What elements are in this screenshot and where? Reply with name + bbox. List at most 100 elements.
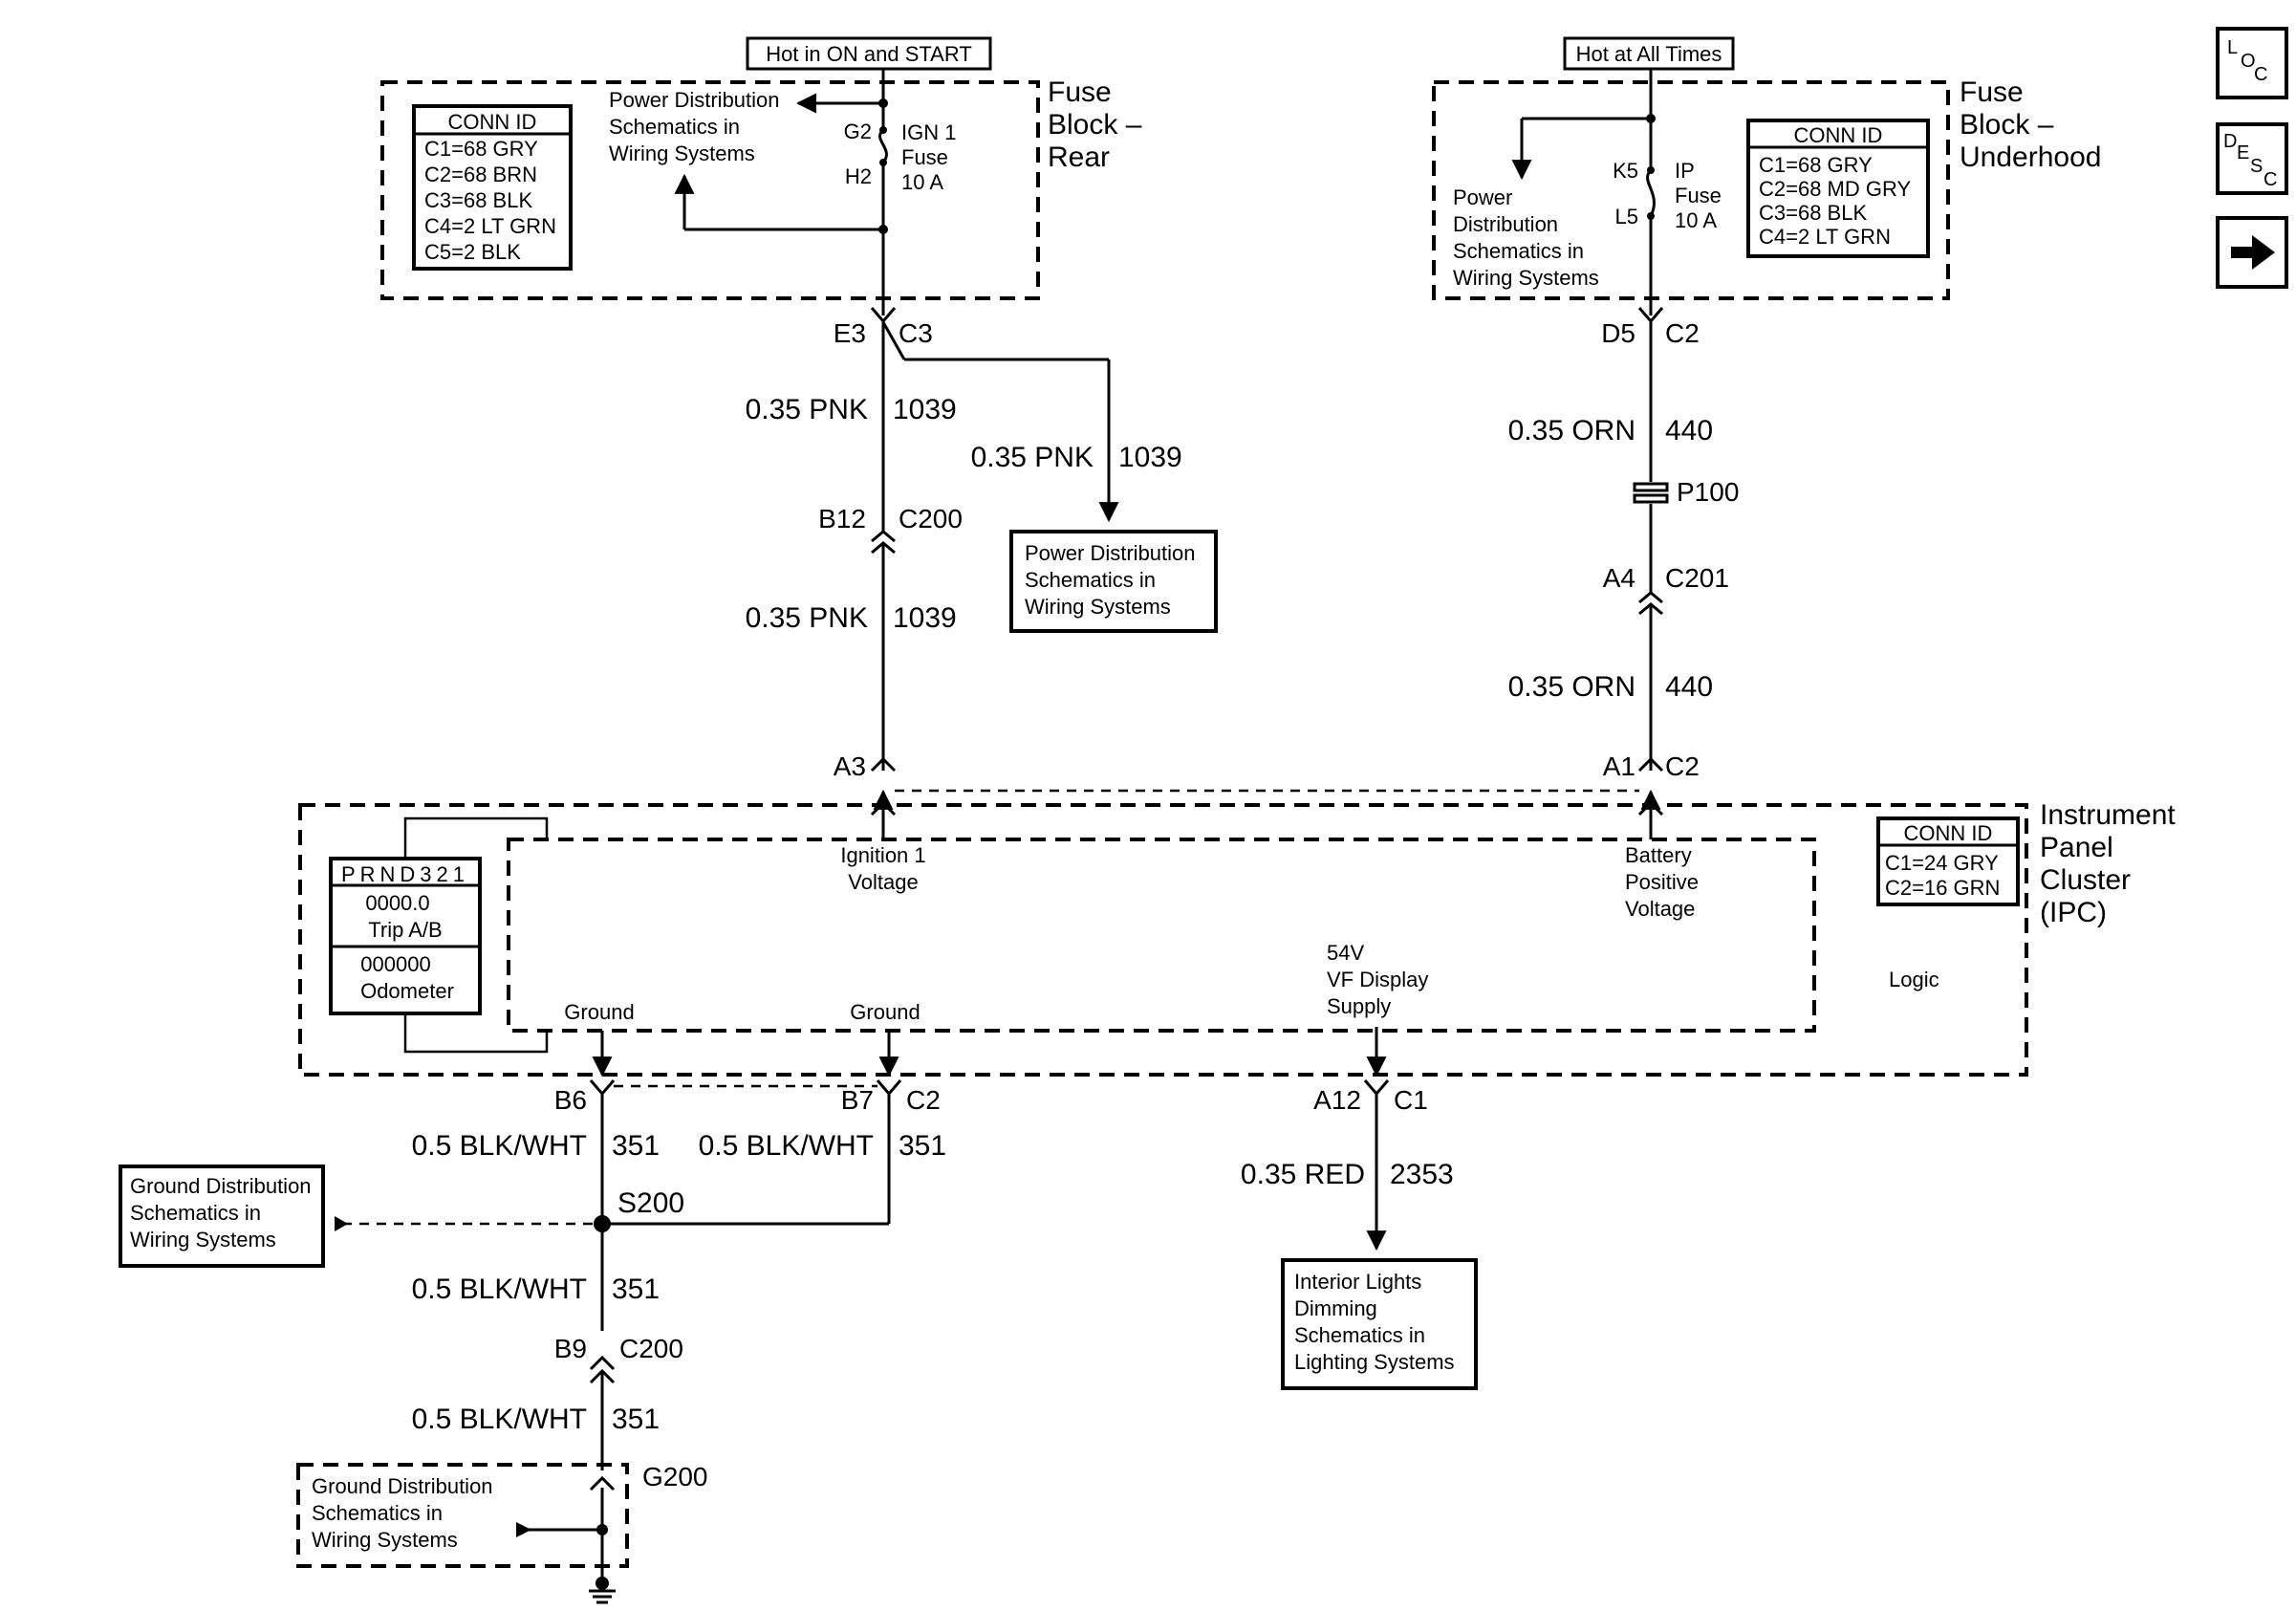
ign1-fuse-circuit [674, 69, 888, 296]
pin-g2: G2 [844, 120, 872, 143]
svg-text:Distribution: Distribution [1453, 212, 1558, 236]
svg-text:Schematics in: Schematics in [1453, 239, 1584, 263]
svg-text:C: C [2264, 169, 2277, 190]
fuse-block-underhood [1432, 80, 1950, 300]
vf-display-supply-label: 54V VF Display Supply [1327, 941, 1428, 1018]
svg-text:C2=68 MD GRY: C2=68 MD GRY [1759, 177, 1911, 201]
ipc-battery-input [1637, 789, 1664, 839]
ground-circuit [335, 1079, 902, 1604]
ipc-title: Instrument Panel Cluster (IPC) [2040, 799, 2176, 928]
logic-label: Logic [1889, 968, 1939, 991]
conn-c200-bottom: C200 [619, 1334, 683, 1363]
svg-text:000000: 000000 [360, 952, 430, 976]
svg-text:Wiring Systems: Wiring Systems [1453, 266, 1599, 290]
conn-c1: C1 [1394, 1085, 1428, 1115]
circuit-number-right-2: 440 [1665, 671, 1713, 703]
pin-b12: B12 [818, 504, 866, 533]
vf-supply-circuit [1363, 1079, 1390, 1252]
ip-fuse-label: IP Fuse 10 A [1675, 159, 1722, 232]
svg-text:10 A: 10 A [1675, 208, 1717, 232]
pin-a3: A3 [834, 751, 866, 781]
pin-a4: A4 [1603, 563, 1635, 593]
ipc-display: PRND321 0000.0 Trip A/B 000000 Odometer [329, 816, 549, 1054]
svg-text:Odometer: Odometer [360, 979, 454, 1003]
circuit-number-left-2: 1039 [893, 602, 957, 634]
svg-text:Block –: Block – [1048, 109, 1142, 141]
conn-c3: C3 [899, 318, 933, 348]
wire-color-s200: 0.5 BLK/WHT [412, 1274, 587, 1305]
svg-text:Panel: Panel [2040, 832, 2113, 863]
conn-c2-ipc: C2 [1665, 751, 1700, 781]
fuse-block-rear-title: Fuse Block – Rear [1048, 76, 1142, 173]
circuit-number-b7: 351 [899, 1130, 946, 1162]
svg-text:0000.0: 0000.0 [365, 891, 429, 915]
svg-text:Dimming: Dimming [1294, 1296, 1377, 1320]
svg-text:C2=16 GRN: C2=16 GRN [1885, 876, 2000, 900]
svg-text:S: S [2250, 156, 2263, 177]
ipc-outline [298, 803, 2028, 1077]
left-feed-wire [870, 298, 1119, 773]
svg-text:Fuse: Fuse [1048, 76, 1112, 108]
wire-color-branch: 0.35 PNK [971, 442, 1094, 473]
svg-text:Ignition 1: Ignition 1 [840, 843, 925, 867]
conn-c200-left: C200 [899, 504, 963, 533]
svg-text:O: O [2241, 51, 2256, 72]
power-distribution-ref-rear: Power Distribution Schematics in Wiring … [609, 88, 780, 165]
ground-label-1: Ground [564, 1000, 634, 1024]
circuit-number-s200: 351 [612, 1274, 660, 1305]
next-button[interactable] [2216, 216, 2288, 289]
svg-text:C1=68 GRY: C1=68 GRY [424, 137, 538, 161]
wire-color-b9: 0.5 BLK/WHT [412, 1404, 587, 1435]
wire-color-right-2: 0.35 ORN [1508, 671, 1635, 703]
ipc-outputs [592, 1027, 1387, 1078]
power-distribution-ref-underhood: Power Distribution Schematics in Wiring … [1453, 185, 1599, 290]
svg-text:Battery: Battery [1625, 843, 1692, 867]
svg-text:Wiring Systems: Wiring Systems [1025, 595, 1171, 619]
svg-text:Trip A/B: Trip A/B [368, 918, 442, 942]
circuit-number-left-1: 1039 [893, 394, 957, 425]
conn-id-table-underhood: CONN ID C1=68 GRY C2=68 MD GRY C3=68 BLK… [1746, 119, 1930, 258]
svg-text:Wiring Systems: Wiring Systems [130, 1228, 276, 1252]
ground-label-2: Ground [850, 1000, 920, 1024]
svg-text:Power: Power [1453, 185, 1512, 209]
loc-button[interactable]: L O C [2216, 27, 2288, 99]
svg-text:Supply: Supply [1327, 994, 1391, 1018]
pin-e3: E3 [834, 318, 866, 348]
svg-text:Schematics in: Schematics in [1025, 568, 1156, 592]
pin-k5: K5 [1613, 159, 1638, 183]
hot-all-times-label: Hot at All Times [1563, 36, 1735, 71]
svg-text:Schematics in: Schematics in [1294, 1323, 1425, 1347]
svg-text:Hot at All Times: Hot at All Times [1576, 42, 1722, 66]
wire-color-b6: 0.5 BLK/WHT [412, 1130, 587, 1162]
ign1-fuse-label: IGN 1 Fuse 10 A [901, 120, 956, 194]
right-arrow-icon [2231, 235, 2275, 270]
svg-text:Wiring Systems: Wiring Systems [312, 1528, 458, 1552]
svg-text:VF Display: VF Display [1327, 968, 1428, 991]
svg-text:C3=68 BLK: C3=68 BLK [1759, 201, 1867, 225]
ground-distribution-ref-g200: Ground Distribution Schematics in Wiring… [296, 1463, 629, 1568]
svg-text:C3=68 BLK: C3=68 BLK [424, 188, 532, 212]
svg-text:Fuse: Fuse [1960, 76, 2024, 108]
fuse-block-underhood-title: Fuse Block – Underhood [1960, 76, 2101, 173]
conn-c2-top: C2 [1665, 318, 1700, 348]
conn-id-table-ipc: CONN ID C1=24 GRY C2=16 GRN [1876, 816, 2020, 906]
wire-color-left-1: 0.35 PNK [746, 394, 868, 425]
pin-b9: B9 [554, 1334, 587, 1363]
desc-button[interactable]: D E S C [2216, 122, 2288, 195]
pin-l5: L5 [1615, 205, 1638, 229]
pin-a1: A1 [1603, 751, 1635, 781]
svg-text:D: D [2223, 131, 2237, 152]
ipc-inner-module [507, 838, 1816, 1033]
svg-text:CONN ID: CONN ID [448, 110, 537, 134]
svg-text:Fuse: Fuse [1675, 184, 1722, 207]
fuse-block-rear [380, 80, 1040, 300]
conn-c201: C201 [1665, 563, 1729, 593]
svg-text:C2=68 BRN: C2=68 BRN [424, 163, 537, 186]
right-feed-wire [1633, 298, 1669, 773]
svg-text:Block –: Block – [1960, 109, 2054, 141]
circuit-number-b6: 351 [612, 1130, 660, 1162]
svg-text:54V: 54V [1327, 941, 1364, 965]
svg-text:L: L [2227, 37, 2238, 58]
svg-text:Positive: Positive [1625, 870, 1699, 894]
